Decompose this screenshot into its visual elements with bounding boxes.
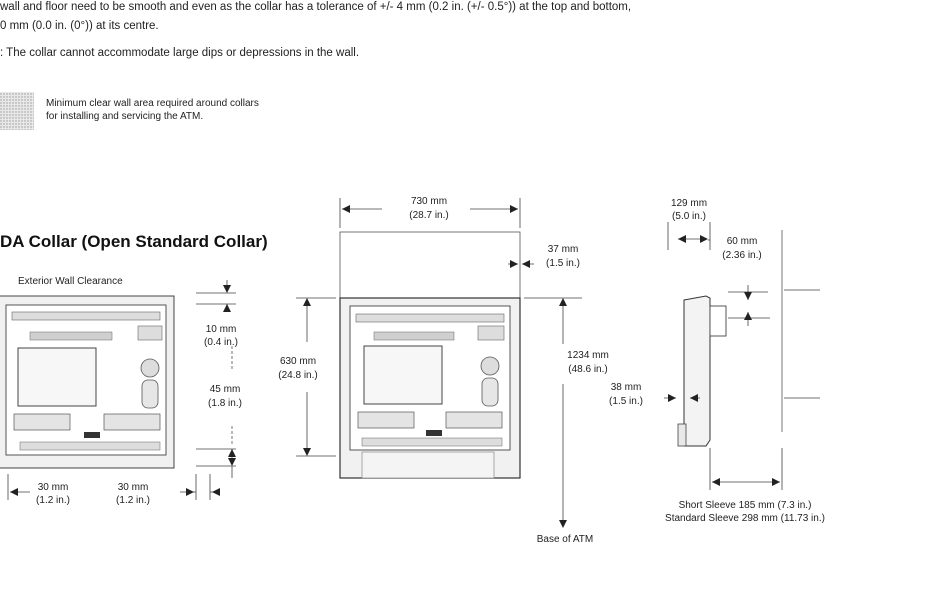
front-top-in: (0.4 in.) [204,337,238,348]
short-sleeve-label: Short Sleeve 185 mm (7.3 in.) [678,500,812,511]
front-view-caption: Exterior Wall Clearance [18,276,123,287]
main-width-in: (28.7 in.) [409,210,449,221]
legend-swatch [0,92,34,130]
front-left-in: (1.2 in.) [36,495,70,506]
main-width-mm: 730 mm [410,196,448,207]
standard-sleeve-label: Standard Sleeve 298 mm (11.73 in.) [665,513,825,524]
legend-line-2: for installing and servicing the ATM. [46,111,204,122]
note-line-3: : The collar cannot accommodate large di… [0,47,360,59]
front-right-in: (1.2 in.) [116,495,150,506]
base-of-atm-label: Base of ATM [536,534,594,545]
note-line-1: wall and floor need to be smooth and eve… [0,1,632,13]
side-depth-mm: 129 mm [670,198,708,209]
main-view-dimensions [296,198,582,528]
main-height-mm: 630 mm [279,356,317,367]
side-gap-in: (2.36 in.) [722,250,762,261]
front-side-in: (1.8 in.) [208,398,242,409]
front-view-atm [0,295,175,469]
section-title: DA Collar (Open Standard Collar) [0,232,268,251]
front-right-mm: 30 mm [117,482,149,493]
side-wall-mm: 38 mm [610,382,642,393]
side-wall-in: (1.5 in.) [609,396,643,407]
main-total-in: (48.6 in.) [568,364,608,375]
front-side-mm: 45 mm [209,384,241,395]
main-height-in: (24.8 in.) [278,370,318,381]
main-offset-in: (1.5 in.) [546,258,580,269]
front-top-mm: 10 mm [205,324,237,335]
front-view-dimensions [7,280,236,500]
main-total-mm: 1234 mm [567,350,609,361]
note-line-2: 0 mm (0.0 in. (0°)) at its centre. [0,20,159,32]
main-view-collar [339,231,521,479]
side-view [664,222,820,490]
side-depth-in: (5.0 in.) [672,211,706,222]
front-left-mm: 30 mm [37,482,69,493]
main-offset-mm: 37 mm [547,244,579,255]
side-gap-mm: 60 mm [726,236,758,247]
legend-line-1: Minimum clear wall area required around … [46,98,259,109]
